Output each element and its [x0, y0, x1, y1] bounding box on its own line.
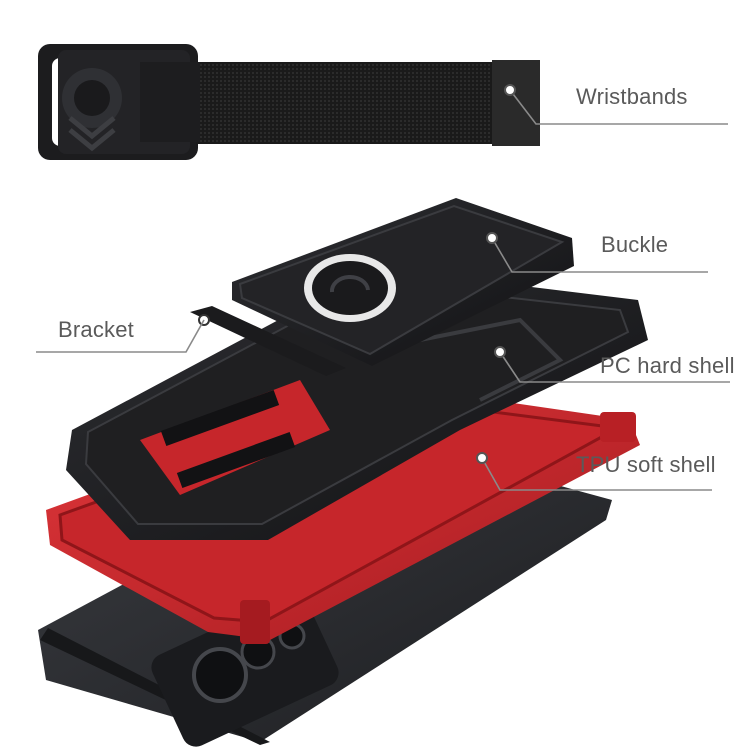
label-pc-hard-shell: PC hard shell — [600, 353, 735, 378]
label-bracket: Bracket — [58, 317, 134, 342]
callout-bracket — [36, 319, 205, 353]
callout-pc-hard-shell — [499, 351, 730, 383]
pc-hard-shell — [66, 268, 648, 540]
label-tpu-soft-shell: TPU soft shell — [576, 452, 716, 477]
callout-lines — [36, 89, 730, 491]
wristband — [38, 44, 540, 160]
callout-tpu-soft-shell — [481, 457, 712, 491]
callout-wristbands — [509, 89, 728, 125]
label-buckle: Buckle — [601, 232, 669, 257]
callout-dots — [476, 84, 516, 464]
label-wristbands: Wristbands — [576, 84, 688, 109]
callout-buckle — [491, 237, 708, 273]
